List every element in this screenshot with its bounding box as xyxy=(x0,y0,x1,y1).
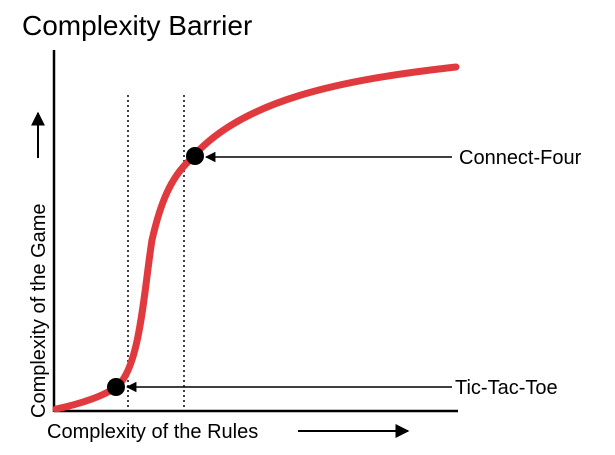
y-axis-label: Complexity of the Game xyxy=(28,203,50,418)
diagram-title: Complexity Barrier xyxy=(22,10,252,41)
connect-four-point xyxy=(186,147,204,165)
tic-tac-toe-point xyxy=(107,378,125,396)
connect-four-label: Connect-Four xyxy=(459,147,582,169)
x-axis-label: Complexity of the Rules xyxy=(47,421,258,443)
complexity-curve xyxy=(52,63,460,413)
tic-tac-toe-label: Tic-Tac-Toe xyxy=(455,377,558,399)
